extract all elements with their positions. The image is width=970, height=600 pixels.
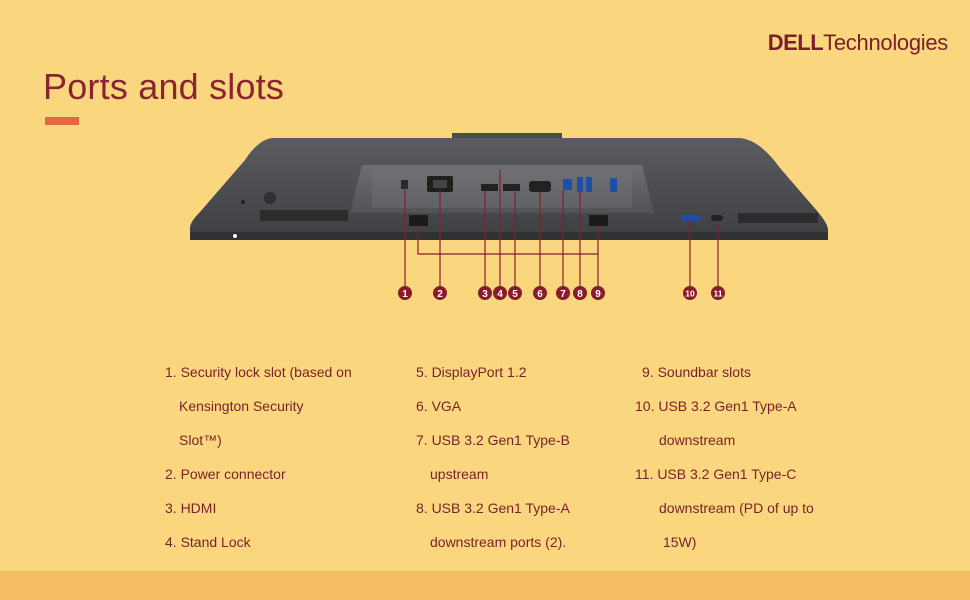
title-accent-bar [45, 117, 79, 125]
legend-item-8-line2: downstream ports (2). [430, 534, 567, 550]
callout-1: 1 [398, 286, 412, 300]
legend-item-9: 9. Soundbar slots [642, 364, 751, 380]
legend-item-4: 4. Stand Lock [165, 534, 251, 550]
callout-4: 4 [493, 286, 507, 300]
legend-item-6: 6. VGA [416, 398, 462, 414]
hdmi-port [481, 184, 498, 191]
svg-text:9: 9 [595, 289, 601, 300]
svg-text:4: 4 [497, 289, 503, 300]
legend-item-7-line1: 7. USB 3.2 Gen1 Type-B [416, 432, 570, 448]
callout-7: 7 [556, 286, 570, 300]
legend-item-1-line1: 1. Security lock slot (based on [165, 364, 352, 380]
legend-item-11-line3: 15W) [663, 534, 697, 550]
legend-item-2: 2. Power connector [165, 466, 286, 482]
legend-item-7-line2: upstream [430, 466, 489, 482]
legend-item-1-line3: Slot™) [179, 432, 222, 448]
legend-item-5: 5. DisplayPort 1.2 [416, 364, 527, 380]
callout-8: 8 [573, 286, 587, 300]
callout-5: 5 [508, 286, 522, 300]
callout-9: 9 [591, 286, 605, 300]
legend-item-8-line1: 8. USB 3.2 Gen1 Type-A [416, 500, 570, 516]
callout-3: 3 [478, 286, 492, 300]
usb-a-port-1 [577, 177, 583, 192]
legend-item-11-line1: 11. USB 3.2 Gen1 Type-C [635, 466, 797, 482]
monitor-rear-illustration: 1 2 3 4 5 6 7 8 9 10 11 [190, 133, 828, 300]
svg-text:8: 8 [577, 289, 583, 300]
logo-brand: DELL [767, 30, 824, 55]
legend-item-3: 3. HDMI [165, 500, 217, 516]
side-usb-c-port [711, 215, 723, 221]
svg-text:6: 6 [537, 289, 543, 300]
svg-text:5: 5 [512, 289, 518, 300]
svg-text:2: 2 [437, 289, 443, 300]
vents [260, 210, 818, 223]
svg-text:11: 11 [714, 289, 723, 299]
callout-markers: 1 2 3 4 5 6 7 8 9 10 11 [398, 286, 725, 300]
svg-text:1: 1 [402, 289, 408, 300]
callout-6: 6 [533, 286, 547, 300]
usb-a-port-3 [610, 178, 617, 192]
svg-text:10: 10 [685, 289, 695, 299]
callout-11: 11 [711, 286, 725, 300]
power-button [264, 192, 276, 204]
callout-2: 2 [433, 286, 447, 300]
legend-item-1-line2: Kensington Security [179, 398, 304, 414]
security-slot-port [401, 180, 408, 189]
svg-text:7: 7 [560, 289, 566, 300]
side-usb-a-port [681, 215, 699, 221]
legend-item-10-line1: 10. USB 3.2 Gen1 Type-A [635, 398, 797, 414]
page-title: Ports and slots [43, 66, 285, 107]
vga-port [529, 181, 551, 192]
usb-b-port [563, 179, 572, 190]
legend-item-11-line2: downstream (PD of up to [659, 500, 814, 516]
svg-text:3: 3 [482, 289, 488, 300]
bottom-band [0, 571, 970, 600]
usb-a-port-2 [586, 177, 592, 192]
dell-technologies-logo: DELL Technologies [767, 30, 949, 58]
soundbar-slot-right [589, 215, 608, 226]
logo-technologies: Technologies [823, 30, 948, 55]
leader-lines [404, 170, 719, 287]
displayport-port [503, 184, 520, 191]
soundbar-slot-left [409, 215, 428, 226]
legend-item-10-line2: downstream [659, 432, 736, 448]
callout-10: 10 [683, 286, 697, 300]
